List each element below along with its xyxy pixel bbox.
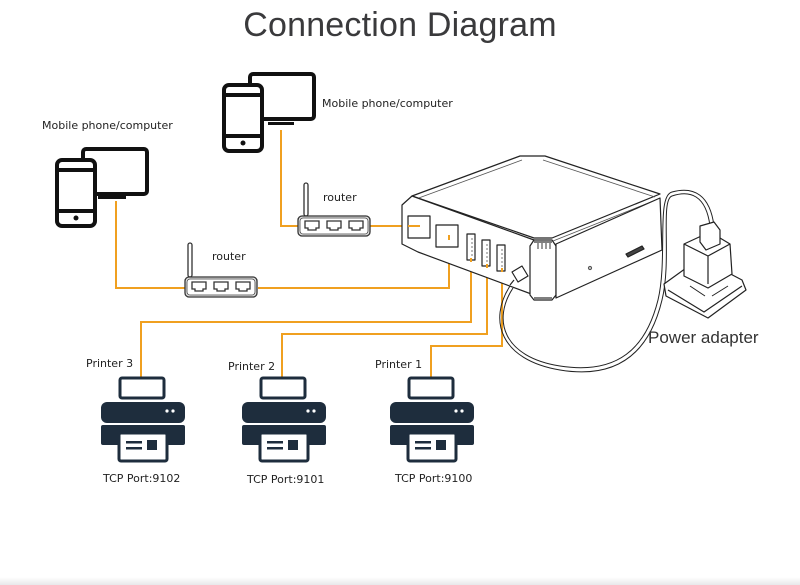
printer-1-label: Printer 1 <box>375 358 423 371</box>
computer-2-label: Mobile phone/computer <box>322 97 453 110</box>
printer-1-port: TCP Port:9100 <box>395 472 473 485</box>
floor-shadow <box>0 577 800 585</box>
led-indicator <box>587 265 593 271</box>
router-icon-1 <box>184 242 258 298</box>
print-server-box-icon <box>401 155 663 301</box>
box-corner <box>529 239 557 301</box>
printer-3-port: TCP Port:9102 <box>103 472 181 485</box>
box-top <box>411 155 661 239</box>
printer-icon-1 <box>390 376 474 463</box>
computer-1-label: Mobile phone/computer <box>42 119 173 132</box>
printer-2-port: TCP Port:9101 <box>247 473 325 486</box>
cable-computer1-router1 <box>115 201 186 289</box>
cable-usb-printer3 <box>140 262 472 378</box>
cable-usb-printer2 <box>281 262 488 378</box>
router-1-label: router <box>212 250 246 263</box>
diagram-title: Connection Diagram <box>243 6 557 44</box>
power-adapter-label: Power adapter <box>648 328 759 347</box>
power-adapter-icon <box>663 221 747 319</box>
router-icon-2 <box>297 182 371 237</box>
lan-port-2 <box>435 224 459 248</box>
printer-3-label: Printer 3 <box>86 357 134 370</box>
sd-slot-icon <box>625 245 645 258</box>
antenna-icon <box>187 242 193 278</box>
usb-port-1 <box>466 233 476 261</box>
usb-port-3 <box>496 244 506 272</box>
printer-icon-2 <box>242 376 326 463</box>
cable-computer2-router2 <box>280 130 299 227</box>
cables <box>115 130 503 378</box>
router-2-label: router <box>323 191 357 204</box>
printer-icon-3 <box>101 376 185 463</box>
power-cable <box>499 189 715 373</box>
box-right-face <box>555 197 663 299</box>
phone-monitor-icon-1 <box>55 147 149 228</box>
printer-2-label: Printer 2 <box>228 360 276 373</box>
dc-plug <box>511 265 529 283</box>
usb-port-2 <box>481 239 491 267</box>
phone-monitor-icon-2 <box>222 72 316 153</box>
antenna-icon <box>303 182 309 217</box>
